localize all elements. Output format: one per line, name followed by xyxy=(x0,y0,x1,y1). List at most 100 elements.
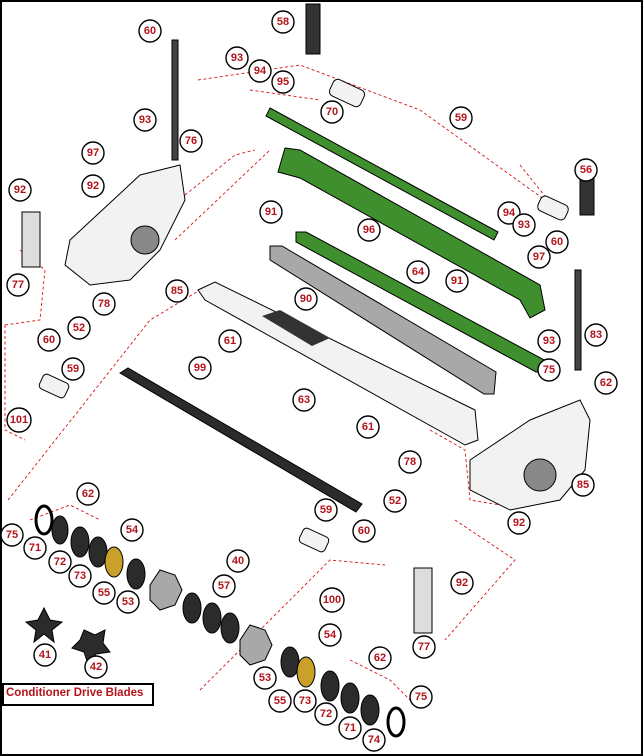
callout-53: 53 xyxy=(253,666,277,690)
callout-93: 93 xyxy=(225,46,249,70)
callout-circle xyxy=(253,666,277,690)
callout-97: 97 xyxy=(81,141,105,165)
callout-62: 62 xyxy=(368,646,392,670)
callout-label: 97 xyxy=(87,147,99,159)
callout-label: 95 xyxy=(277,76,289,88)
callout-circle xyxy=(357,218,381,242)
callout-label: 78 xyxy=(404,456,416,468)
callout-label: 92 xyxy=(87,180,99,192)
coupler-59-lower xyxy=(298,527,330,553)
callout-circle xyxy=(6,273,30,297)
coupler-59-top xyxy=(328,78,366,108)
left-bracket-77 xyxy=(21,211,41,268)
callout-circle xyxy=(259,200,283,224)
callout-circle xyxy=(188,356,212,380)
callout-circle xyxy=(92,581,116,605)
callout-circle xyxy=(571,473,595,497)
callout-label: 53 xyxy=(122,596,134,608)
callout-circle xyxy=(450,571,474,595)
callout-circle xyxy=(537,329,561,353)
callout-label: 100 xyxy=(323,594,341,606)
callout-circle xyxy=(179,129,203,153)
callout-label: 83 xyxy=(590,329,602,341)
callout-74: 74 xyxy=(362,728,386,752)
callout-circle xyxy=(409,685,433,709)
callout-label: 71 xyxy=(29,542,41,554)
callout-61: 61 xyxy=(218,329,242,353)
callout-circle xyxy=(398,450,422,474)
callout-label: 85 xyxy=(577,479,589,491)
callout-label: 52 xyxy=(73,322,85,334)
callout-circle xyxy=(6,407,32,433)
callout-75: 75 xyxy=(0,523,24,547)
callout-circle xyxy=(67,316,91,340)
coupler-59-left xyxy=(38,373,70,399)
callout-label: 77 xyxy=(12,279,24,291)
callout-circle xyxy=(314,498,338,522)
callout-label: 77 xyxy=(418,641,430,653)
callout-circle xyxy=(271,70,295,94)
callout-59: 59 xyxy=(449,106,473,130)
callout-label: 41 xyxy=(39,649,51,661)
callout-56: 56 xyxy=(574,158,598,182)
callout-label: 60 xyxy=(144,25,156,37)
callout-62: 62 xyxy=(594,371,618,395)
callout-label: 53 xyxy=(259,672,271,684)
right-housing xyxy=(469,399,591,511)
callout-circle xyxy=(81,174,105,198)
callout-circle xyxy=(406,260,430,284)
callout-circle xyxy=(120,518,144,542)
callout-circle xyxy=(84,655,108,679)
callout-72: 72 xyxy=(48,550,72,574)
callout-label: 73 xyxy=(74,570,86,582)
callout-93: 93 xyxy=(133,108,157,132)
callout-92: 92 xyxy=(81,174,105,198)
shaft-70 xyxy=(265,107,499,241)
callout-77: 77 xyxy=(6,273,30,297)
callout-label: 75 xyxy=(415,691,427,703)
callout-53: 53 xyxy=(116,590,140,614)
callout-circle xyxy=(584,323,608,347)
callout-label: 63 xyxy=(298,394,310,406)
callout-circle xyxy=(271,10,295,34)
callout-94: 94 xyxy=(248,59,272,83)
callout-circle xyxy=(383,489,407,513)
callout-circle xyxy=(133,108,157,132)
callout-label: 90 xyxy=(300,293,312,305)
callout-label: 85 xyxy=(171,285,183,297)
callout-circle xyxy=(318,623,342,647)
callout-circle xyxy=(294,287,318,311)
callout-label: 75 xyxy=(6,529,18,541)
callout-label: 94 xyxy=(503,207,516,219)
callout-label: 52 xyxy=(389,495,401,507)
callout-circle xyxy=(212,574,236,598)
callout-label: 71 xyxy=(344,722,356,734)
conditioner-frame-96 xyxy=(277,147,546,319)
callout-59: 59 xyxy=(314,498,338,522)
shaft-99 xyxy=(119,367,363,513)
callout-label: 91 xyxy=(265,206,277,218)
callout-64: 64 xyxy=(406,260,430,284)
callout-99: 99 xyxy=(188,356,212,380)
callout-circle xyxy=(537,358,561,382)
callout-63: 63 xyxy=(292,388,316,412)
callout-circle xyxy=(37,328,61,352)
callout-label: 72 xyxy=(54,556,66,568)
callout-75: 75 xyxy=(537,358,561,382)
callout-label: 92 xyxy=(513,517,525,529)
callout-60: 60 xyxy=(352,519,376,543)
callout-label: 73 xyxy=(299,695,311,707)
shaft-assembly-lower xyxy=(34,504,406,738)
callout-85: 85 xyxy=(571,473,595,497)
callout-circle xyxy=(92,292,116,316)
bar-gray-90 xyxy=(269,245,497,395)
callout-label: 74 xyxy=(368,734,381,746)
callout-label: 101 xyxy=(10,414,28,426)
callout-83: 83 xyxy=(584,323,608,347)
callout-label: 56 xyxy=(580,164,592,176)
callout-circle xyxy=(545,230,569,254)
blade-42 xyxy=(71,629,111,666)
callout-92: 92 xyxy=(450,571,474,595)
